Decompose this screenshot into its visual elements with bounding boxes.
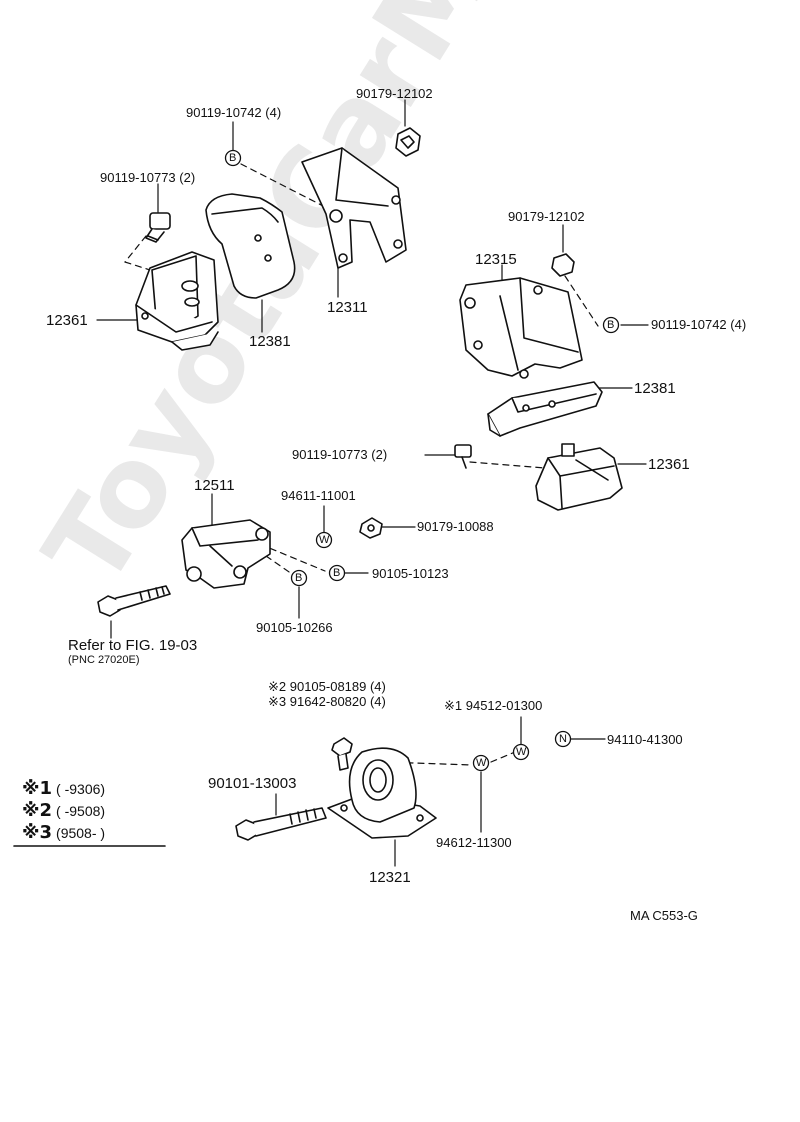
refer-pnc-note: (PNC 27020E)	[68, 654, 140, 666]
part-label-94611-11001: 94611-11001	[281, 488, 356, 503]
part-label-90119-10773: 90119-10773 (2)	[100, 170, 196, 185]
part-label-12511: 12511	[194, 477, 235, 494]
part-label-12381: 12381	[634, 380, 676, 397]
leader-lines	[96, 99, 649, 867]
diagram-code: MA C553-G	[630, 908, 698, 923]
mount-12361-upper-left	[135, 251, 219, 351]
bolt-callout-letter: B	[607, 319, 615, 331]
mount-12321	[327, 747, 437, 839]
bolt-90101-13003	[235, 807, 327, 841]
part-label-12315: 12315	[475, 251, 517, 268]
part-label-94612-11300: 94612-11300	[436, 835, 512, 850]
legend-range: (9508- )	[56, 825, 106, 841]
legend-row-3: ※3(9508- )	[22, 822, 105, 843]
washer-callout-letter: W	[476, 757, 487, 769]
part-label-90119-10742: 90119-10742 (4)	[186, 105, 282, 120]
part-label-12361: 12361	[648, 456, 690, 473]
long-bolt-refer	[97, 585, 171, 617]
washer-callout-letter: W	[516, 746, 527, 758]
part-label-91642-80820: ※3 91642-80820 (4)	[268, 694, 386, 709]
part-label-90105-08189: ※2 90105-08189 (4)	[268, 679, 386, 694]
nut-90179-12102-upper	[395, 127, 421, 157]
insulator-12381-right	[487, 381, 603, 437]
part-label-90179-10088: 90179-10088	[417, 519, 494, 534]
part-label-90101-13003: 90101-13003	[208, 775, 297, 792]
part-label-90105-10266: 90105-10266	[256, 620, 333, 635]
bolt-callout-letter: B	[229, 152, 237, 164]
washer-callout-letter: W	[319, 534, 330, 546]
bracket-12315	[459, 277, 583, 379]
legend-range: ( -9508)	[56, 803, 106, 819]
callout-circles	[224, 149, 620, 772]
bracket-12511	[181, 519, 271, 589]
legend-mark: ※3	[22, 822, 53, 843]
part-label-12361: 12361	[46, 312, 88, 329]
bolt-90119-10773-upper	[145, 212, 171, 243]
nut-90179-10088	[359, 517, 383, 539]
part-label-12381: 12381	[249, 333, 291, 350]
bolt-90105-08189	[331, 737, 353, 771]
nut-callout-letter: N	[559, 733, 567, 745]
bolt-callout-letter: B	[295, 572, 303, 584]
nut-90179-12102-right	[551, 253, 575, 277]
bolt-callout-letter: B	[333, 567, 341, 579]
legend-row-1: ※1( -9306)	[22, 778, 105, 799]
legend-row-2: ※2( -9508)	[22, 800, 105, 821]
bracket-12311	[301, 147, 407, 269]
part-label-90119-10773: 90119-10773 (2)	[292, 447, 388, 462]
part-label-12321: 12321	[369, 869, 411, 886]
part-label-90179-12102: 90179-12102	[356, 86, 433, 101]
part-label-94512-01300: ※1 94512-01300	[444, 698, 543, 713]
part-label-90105-10123: 90105-10123	[372, 566, 449, 581]
legend-mark: ※2	[22, 800, 53, 821]
part-label-94110-41300: 94110-41300	[607, 732, 683, 747]
insulator-12381-upper	[205, 193, 296, 299]
legend-mark: ※1	[22, 778, 53, 799]
bolt-90119-10773-lower	[454, 444, 472, 469]
refer-figure-note: Refer to FIG. 19-03	[68, 637, 198, 654]
mount-12361-right	[535, 443, 623, 511]
part-label-12311: 12311	[327, 299, 368, 316]
legend-range: ( -9306)	[56, 781, 106, 797]
part-label-90119-10742: 90119-10742 (4)	[651, 317, 747, 332]
part-label-90179-12102: 90179-12102	[508, 209, 585, 224]
